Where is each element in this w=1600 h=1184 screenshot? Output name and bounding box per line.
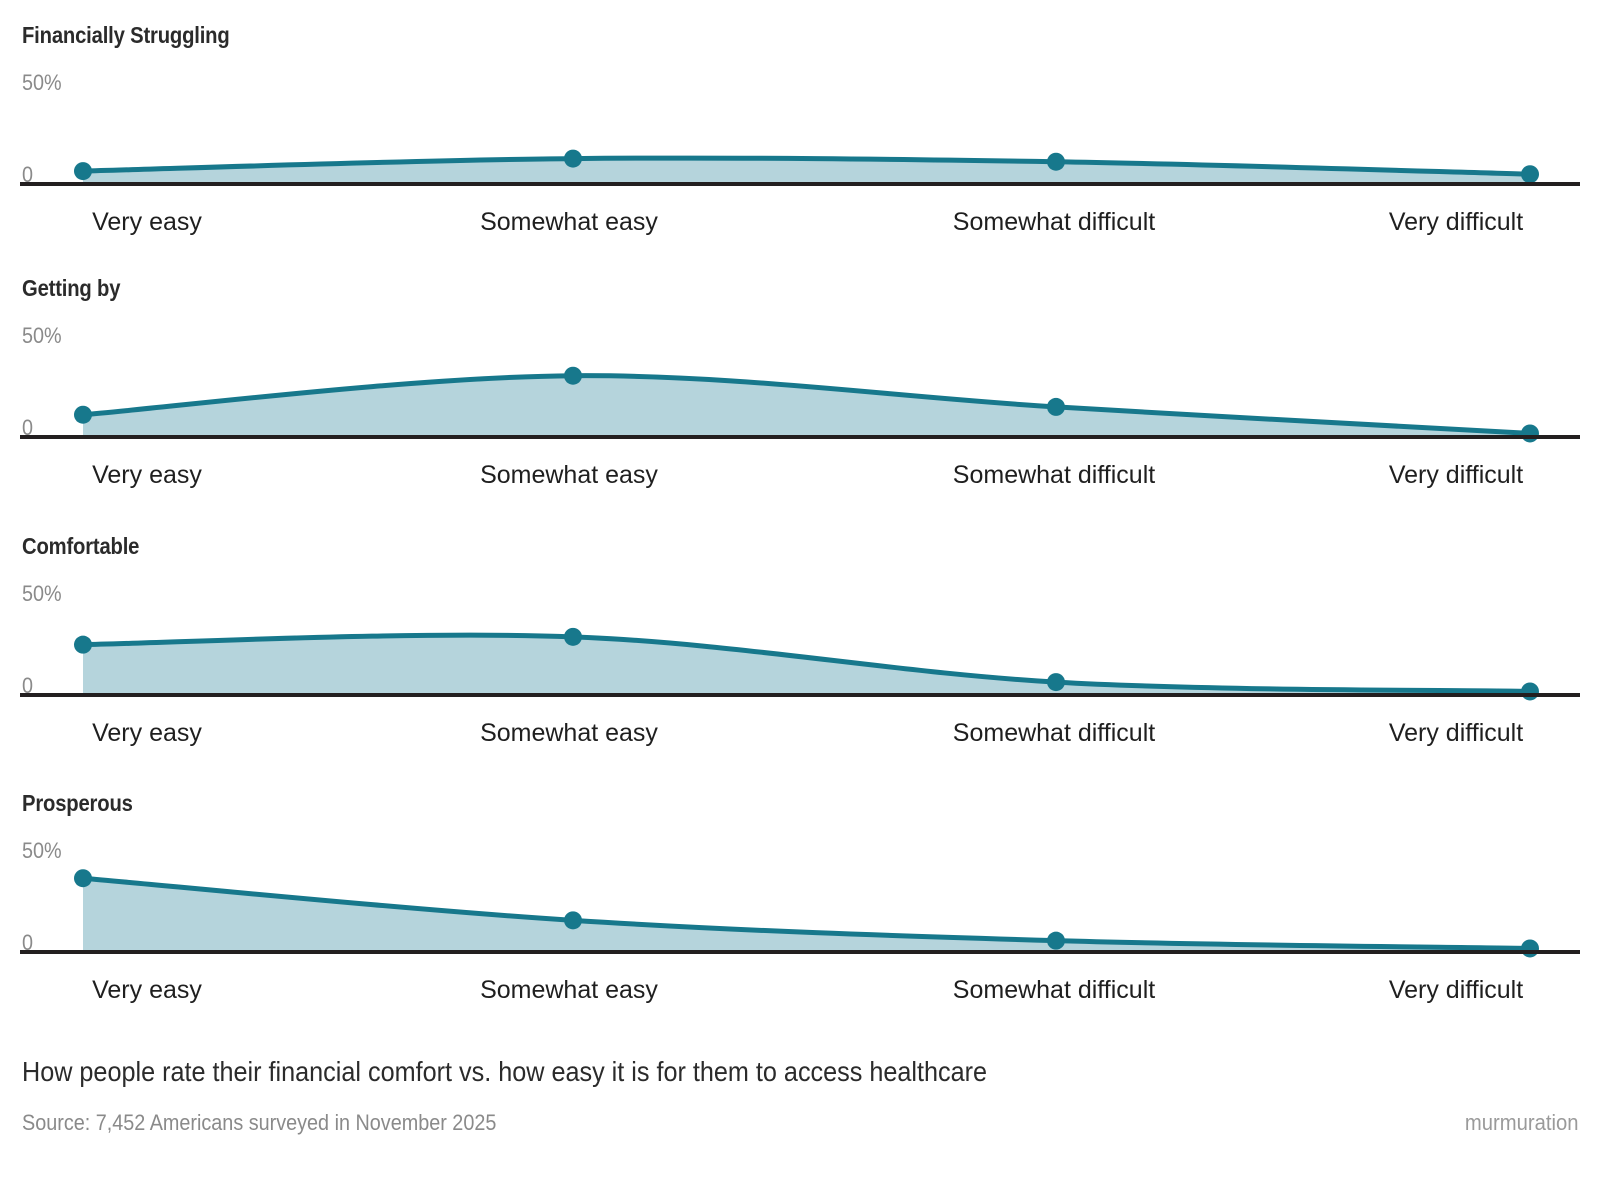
brand-wordmark: murmuration <box>1464 1110 1578 1135</box>
data-point[interactable] <box>1521 424 1539 443</box>
data-point[interactable] <box>1047 931 1065 950</box>
data-point[interactable] <box>1521 939 1539 958</box>
series-line <box>80 875 1533 951</box>
data-point[interactable] <box>564 149 582 168</box>
x-tick-very-difficult: Very difficult <box>1388 719 1524 747</box>
x-tick-very-difficult: Very difficult <box>1388 461 1524 489</box>
data-point[interactable] <box>1521 165 1539 184</box>
x-tick-somewhat-easy: Somewhat easy <box>480 719 658 747</box>
data-point[interactable] <box>564 366 582 385</box>
data-point[interactable] <box>1047 152 1065 171</box>
x-tick-very-easy: Very easy <box>92 461 202 489</box>
panel-title: Comfortable <box>22 533 140 559</box>
data-point[interactable] <box>74 869 92 888</box>
y-axis-top-label: 50% <box>22 323 62 348</box>
x-tick-very-easy: Very easy <box>92 208 202 236</box>
data-point[interactable] <box>564 911 582 930</box>
area-fill <box>83 375 1530 435</box>
x-tick-very-difficult: Very difficult <box>1388 208 1524 236</box>
x-tick-somewhat-easy: Somewhat easy <box>480 461 658 489</box>
x-axis-line <box>20 182 1580 186</box>
panel-comfortable: Comfortable 50% 0 Very easy Somewhat eas… <box>0 533 1600 783</box>
data-point[interactable] <box>74 162 92 181</box>
y-axis-top-label: 50% <box>22 70 62 95</box>
series-line <box>80 155 1533 177</box>
panel-title: Prosperous <box>22 790 133 816</box>
area-chart-3 <box>74 627 1539 701</box>
x-tick-somewhat-difficult: Somewhat difficult <box>952 208 1156 236</box>
panel-financially-struggling: Financially Struggling 50% 0 Very easy S… <box>0 22 1600 272</box>
x-tick-somewhat-easy: Somewhat easy <box>480 208 658 236</box>
data-point[interactable] <box>74 635 92 654</box>
y-axis-top-label: 50% <box>22 581 62 606</box>
area-chart-2 <box>74 366 1539 443</box>
panel-title: Getting by <box>22 275 121 301</box>
data-point[interactable] <box>1047 673 1065 692</box>
x-axis-tick-labels: Very easy Somewhat easy Somewhat difficu… <box>0 461 1600 501</box>
data-point[interactable] <box>1521 682 1539 701</box>
y-axis-zero-label: 0 <box>22 162 34 187</box>
area-fill <box>83 878 1530 950</box>
panel-getting-by: Getting by 50% 0 Very easy Somewhat easy… <box>0 275 1600 525</box>
x-tick-somewhat-difficult: Somewhat difficult <box>952 461 1156 489</box>
area-fill <box>83 635 1530 693</box>
series-line <box>80 632 1533 694</box>
area-chart-1 <box>74 149 1539 184</box>
y-axis-top-label: 50% <box>22 838 62 863</box>
x-axis-line <box>20 435 1580 439</box>
x-axis-tick-labels: Very easy Somewhat easy Somewhat difficu… <box>0 719 1600 759</box>
y-axis-zero-label: 0 <box>22 930 34 955</box>
panel-title: Financially Struggling <box>22 22 230 48</box>
x-axis-tick-labels: Very easy Somewhat easy Somewhat difficu… <box>0 976 1600 1016</box>
y-axis-zero-label: 0 <box>22 415 34 440</box>
x-tick-somewhat-difficult: Somewhat difficult <box>952 976 1156 1004</box>
x-tick-somewhat-easy: Somewhat easy <box>480 976 658 1004</box>
data-point[interactable] <box>1047 397 1065 416</box>
chart-source: Source: 7,452 Americans surveyed in Nove… <box>22 1110 497 1135</box>
data-point[interactable] <box>564 627 582 646</box>
area-chart-4 <box>74 869 1539 958</box>
y-axis-zero-label: 0 <box>22 673 34 698</box>
x-tick-somewhat-difficult: Somewhat difficult <box>952 719 1156 747</box>
x-axis-line <box>20 950 1580 954</box>
x-axis-line <box>20 693 1580 697</box>
x-tick-very-easy: Very easy <box>92 719 202 747</box>
data-point[interactable] <box>74 405 92 424</box>
chart-caption: How people rate their financial comfort … <box>22 1056 988 1087</box>
series-line <box>80 373 1533 436</box>
x-tick-very-difficult: Very difficult <box>1388 976 1524 1004</box>
x-axis-tick-labels: Very easy Somewhat easy Somewhat difficu… <box>0 208 1600 248</box>
panel-prosperous: Prosperous 50% 0 Very easy Somewhat easy… <box>0 790 1600 1040</box>
x-tick-very-easy: Very easy <box>92 976 202 1004</box>
